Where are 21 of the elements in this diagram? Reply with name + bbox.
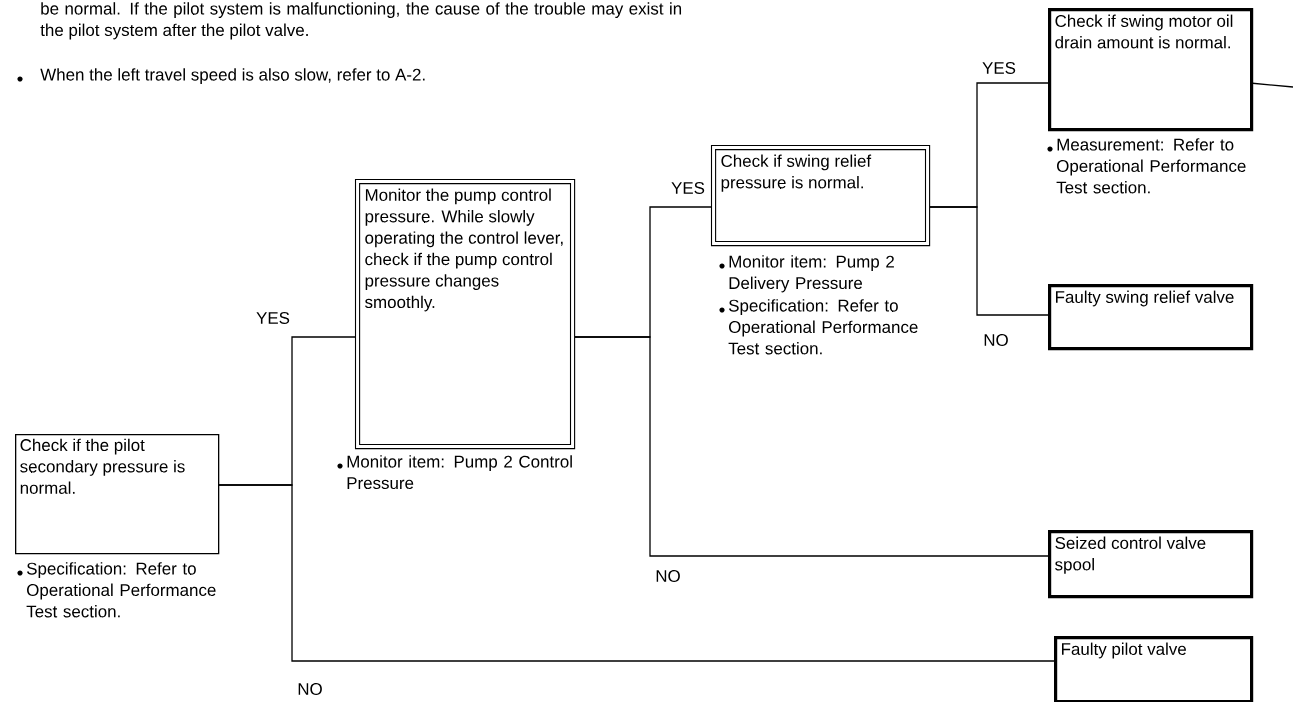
note-text: When the left travel speed is also slow, refer to A-2.	[17, 68, 425, 84]
result-box: Seized control valve spool	[1048, 530, 1254, 599]
check-box: Check if swing relief pressure is normal.	[710, 144, 931, 247]
edge-label: YES	[256, 312, 290, 324]
edge-label: NO	[298, 683, 322, 695]
edge-label: YES	[671, 182, 705, 194]
edge-label: NO	[984, 334, 1008, 346]
note-text: Monitor item: Pump 2 Delivery Pressure	[719, 255, 894, 293]
note-text: Measurement: Refer to Operational Performance Test section.	[1047, 138, 1246, 194]
result-box: Check if swing motor oil drain amount is normal.	[1048, 8, 1254, 132]
check-box: Monitor the pump control pressure. While slowly operating the control lever, check if the pump control pressure changes smoothly.	[354, 178, 576, 450]
check-box: Check if the pilot secondary pressure is normal.	[15, 434, 220, 555]
edge-label: NO	[656, 570, 680, 582]
note-text: Specification: Refer to Operational Performance Test section.	[719, 299, 918, 355]
connector-line	[217, 484, 1055, 662]
note-text: Specification: Refer to Operational Performance Test section.	[17, 562, 216, 618]
note-text: be normal. If the pilot system is malfunctioning, the cause of the trouble may exist in the pilot system after the pilot valve.	[40, 2, 682, 40]
result-box: Faulty pilot valve	[1054, 636, 1254, 702]
result-box: Faulty swing relief valve	[1048, 284, 1254, 351]
note-text: Monitor item: Pump 2 Control Pressure	[337, 455, 572, 490]
edge-label: YES	[982, 62, 1016, 74]
